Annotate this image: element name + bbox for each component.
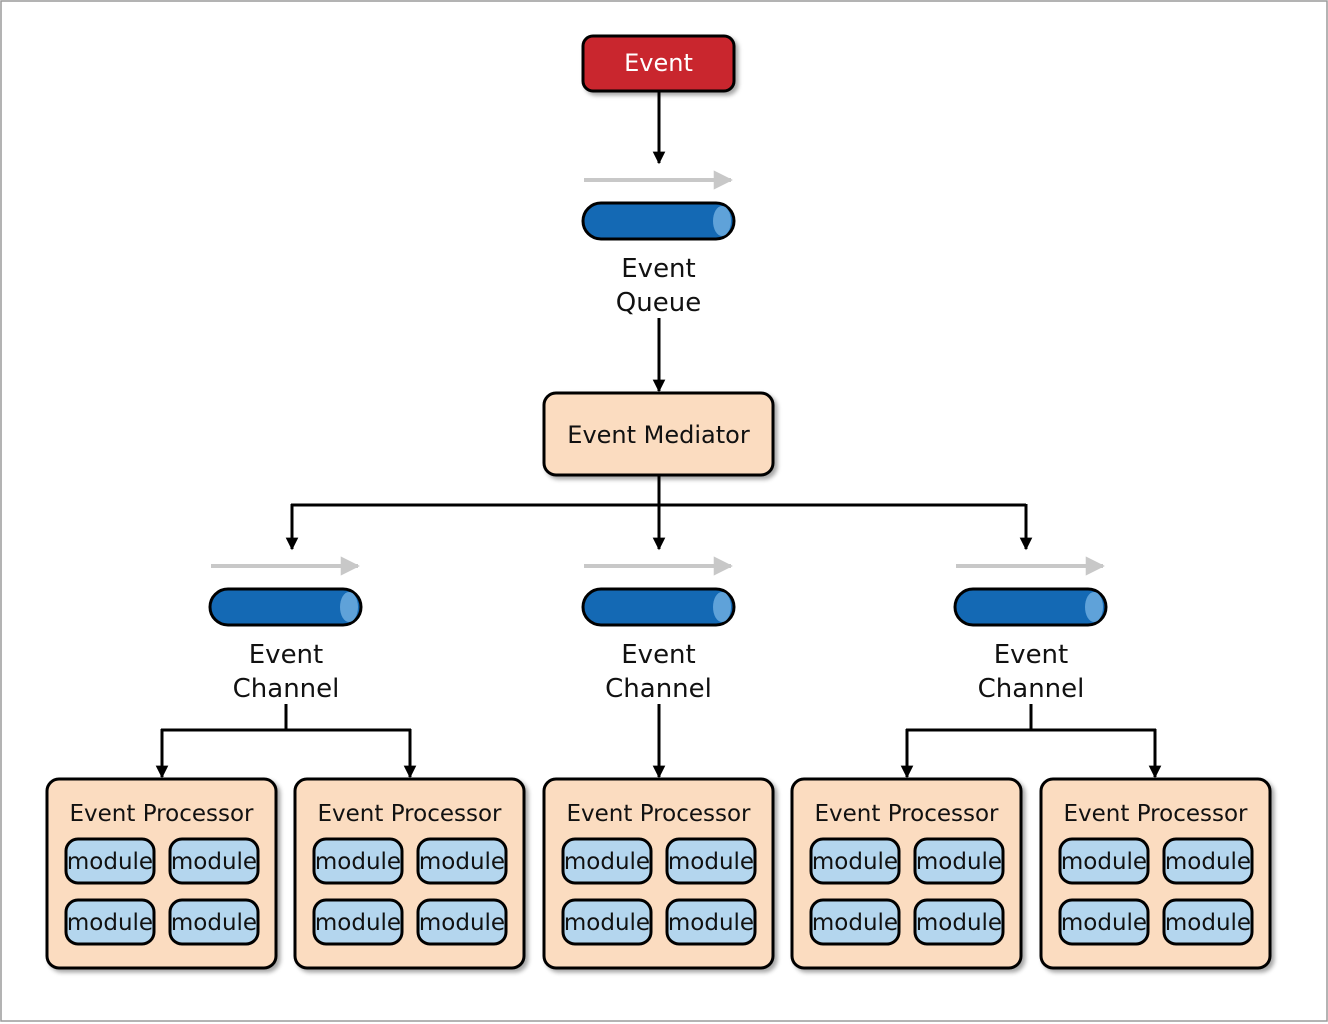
channel-pipe-cap	[713, 592, 731, 622]
module-label: module	[1165, 910, 1251, 936]
module-box	[1162, 837, 1254, 885]
event-channel-1: Event Channel	[208, 556, 363, 704]
module-label: module	[668, 849, 754, 875]
module-box	[809, 898, 901, 946]
module-box	[64, 898, 156, 946]
queue-pipe	[581, 201, 736, 241]
processor-label: Event Processor	[70, 801, 255, 827]
channel-pipe	[581, 587, 736, 627]
module-box	[1058, 837, 1150, 885]
event-processor-5: Event Processor module module module mod…	[1039, 777, 1272, 970]
channel-label-line1: Event	[994, 640, 1068, 670]
module-label: module	[812, 849, 898, 875]
module-box	[561, 898, 653, 946]
event-box	[581, 34, 736, 93]
module-label: module	[419, 910, 505, 936]
channel-pipe	[953, 587, 1108, 627]
module-label: module	[171, 849, 257, 875]
event-processor-2: Event Processor module module module mod…	[293, 777, 526, 970]
module-box	[561, 837, 653, 885]
event-processor-1: Event Processor module module module mod…	[45, 777, 278, 970]
queue-label-line2: Queue	[616, 288, 701, 318]
module-box	[64, 837, 156, 885]
module-label: module	[1061, 910, 1147, 936]
channel-label-line2: Channel	[605, 674, 712, 704]
event-channel-2: Event Channel	[581, 556, 736, 704]
mediator-to-channels-connector	[285, 476, 1033, 551]
mediator-label: Event Mediator	[567, 421, 750, 449]
module-label: module	[171, 910, 257, 936]
mediator-box	[542, 391, 775, 477]
event-channel-3: Event Channel	[953, 556, 1108, 704]
queue-pipe-cap	[713, 206, 731, 236]
module-label: module	[67, 849, 153, 875]
module-box	[913, 837, 1005, 885]
module-box	[312, 898, 404, 946]
module-box	[168, 837, 260, 885]
module-label: module	[67, 910, 153, 936]
processor-label: Event Processor	[1064, 801, 1249, 827]
queue-label-line1: Event	[621, 254, 695, 284]
module-box	[913, 898, 1005, 946]
channel-label-line2: Channel	[233, 674, 340, 704]
module-box	[1162, 898, 1254, 946]
module-box	[809, 837, 901, 885]
channel-pipe	[208, 587, 363, 627]
channel-3-to-processors-connector	[900, 704, 1162, 779]
module-label: module	[916, 910, 1002, 936]
module-label: module	[315, 910, 401, 936]
event-processor-3: Event Processor module module module mod…	[542, 777, 775, 970]
processor-label: Event Processor	[815, 801, 1000, 827]
module-label: module	[315, 849, 401, 875]
module-label: module	[564, 910, 650, 936]
module-box	[1058, 898, 1150, 946]
event-label: Event	[624, 49, 693, 77]
event-processor-4: Event Processor module module module mod…	[790, 777, 1023, 970]
event-mediator-node: Event Mediator	[542, 391, 775, 477]
module-label: module	[1165, 849, 1251, 875]
module-box	[416, 837, 508, 885]
event-node: Event	[581, 34, 736, 93]
module-label: module	[564, 849, 650, 875]
module-box	[312, 837, 404, 885]
channel-pipe-cap	[340, 592, 358, 622]
module-label: module	[1061, 849, 1147, 875]
module-box	[416, 898, 508, 946]
module-label: module	[812, 910, 898, 936]
event-queue-node: Event Queue	[581, 170, 736, 318]
channel-1-to-processors-connector	[155, 704, 417, 779]
processor-label: Event Processor	[318, 801, 503, 827]
module-box	[665, 898, 757, 946]
module-label: module	[916, 849, 1002, 875]
processor-label: Event Processor	[567, 801, 752, 827]
module-label: module	[668, 910, 754, 936]
channel-label-line2: Channel	[978, 674, 1085, 704]
module-label: module	[419, 849, 505, 875]
module-box	[168, 898, 260, 946]
channel-label-line1: Event	[621, 640, 695, 670]
channel-pipe-cap	[1085, 592, 1103, 622]
module-box	[665, 837, 757, 885]
channel-label-line1: Event	[249, 640, 323, 670]
